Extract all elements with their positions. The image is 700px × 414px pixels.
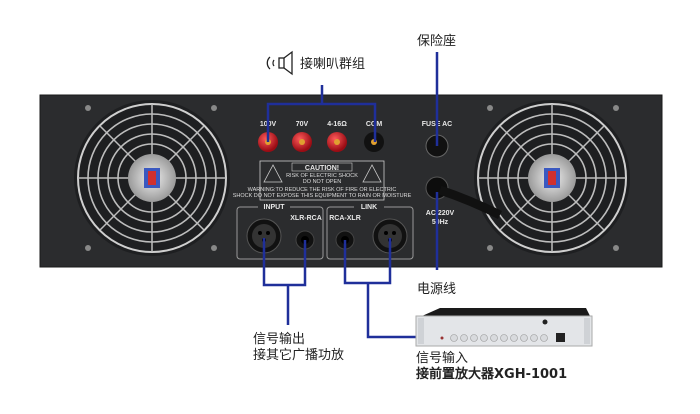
right-fan-icon xyxy=(473,99,631,257)
svg-text:LINK: LINK xyxy=(361,204,377,211)
input-section: INPUT XLR-RCA xyxy=(236,201,324,260)
power-cord-label: 电源线 xyxy=(417,282,456,297)
speaker-icon xyxy=(266,50,293,76)
exclamation-warning-icon xyxy=(362,164,382,183)
svg-text:RCA-XLR: RCA-XLR xyxy=(329,215,361,222)
power-cord xyxy=(438,185,503,220)
signal-out-label: 信号输出 xyxy=(253,331,305,347)
preamplifier-xgh-1001 xyxy=(415,308,593,347)
caution-label: CAUTION! RISK OF ELECTRIC SHOCK DO NOT O… xyxy=(233,160,412,201)
svg-text:XLR-RCA: XLR-RCA xyxy=(290,215,322,222)
svg-text:INPUT: INPUT xyxy=(264,204,286,211)
svg-text:RISK OF ELECTRIC SHOCK: RISK OF ELECTRIC SHOCK xyxy=(286,173,358,179)
svg-text:WARNING:TO REDUCE THE RISK OF: WARNING:TO REDUCE THE RISK OF FIRE OR EL… xyxy=(248,187,397,193)
wiring-lines xyxy=(262,52,439,339)
shock-warning-icon xyxy=(263,164,283,183)
left-fan-icon xyxy=(73,99,231,257)
power-switch xyxy=(556,333,565,342)
svg-text:CAUTION!: CAUTION! xyxy=(305,165,339,172)
signal-out-sublabel: 接其它广播功放 xyxy=(253,347,344,363)
svg-text:AC 220V: AC 220V xyxy=(426,210,455,217)
svg-text:50Hz: 50Hz xyxy=(432,219,449,226)
link-section: LINK RCA-XLR xyxy=(326,201,414,260)
speaker-group-label: 接喇叭群组 xyxy=(300,56,365,72)
signal-in-label: 信号输入 xyxy=(416,350,468,366)
rear-panel: 100V 70V 4-16Ω COM CAUTION! RISK OF ELEC… xyxy=(39,94,663,268)
svg-text:4-16Ω: 4-16Ω xyxy=(327,121,347,128)
svg-text:70V: 70V xyxy=(296,121,309,128)
fuse-holder-label: 保险座 xyxy=(417,34,456,49)
signal-in-sublabel: 接前置放大器XGH-1001 xyxy=(416,366,567,382)
svg-text:DO NOT OPEN: DO NOT OPEN xyxy=(303,179,341,185)
svg-text:SHOCK DO NOT EXPOSE THIS EQUIP: SHOCK DO NOT EXPOSE THIS EQUIPMENT TO RA… xyxy=(233,193,412,199)
